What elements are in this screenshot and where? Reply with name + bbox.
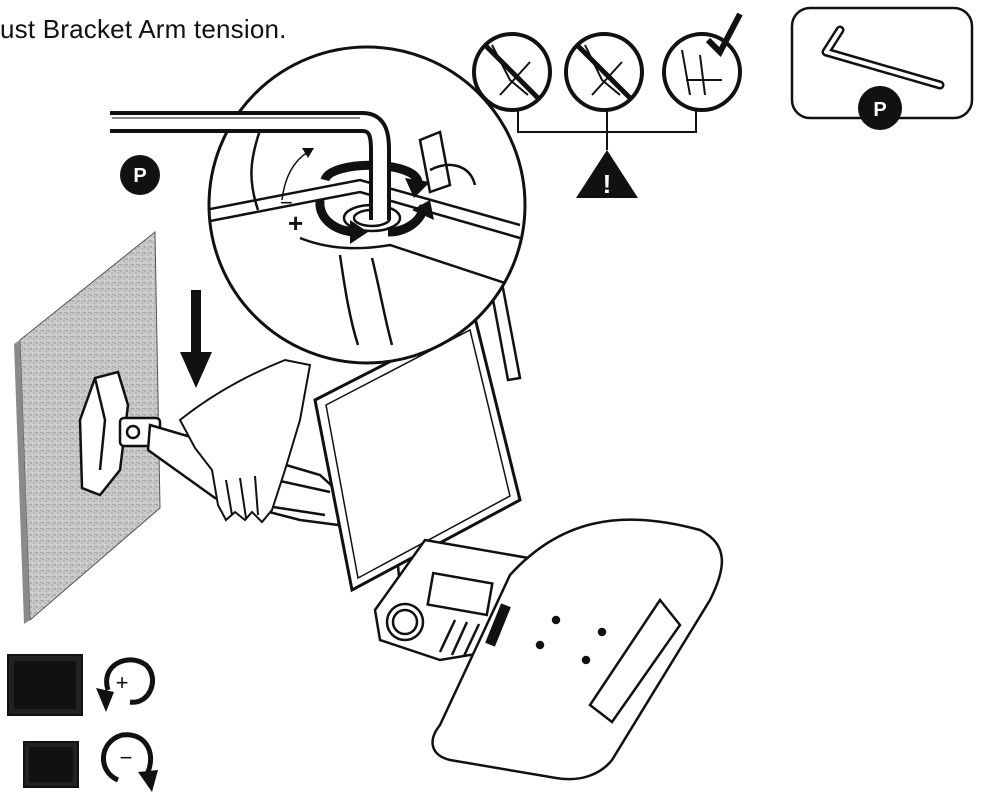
increase-symbol: + xyxy=(116,670,129,695)
check-icon xyxy=(662,12,743,112)
plus-marking: + xyxy=(288,208,303,238)
rotate-increase-icon: + xyxy=(96,657,156,712)
warning-triangle-icon: ! xyxy=(576,150,638,199)
prohibited-icon xyxy=(472,32,552,112)
prohibited-icon xyxy=(564,32,644,112)
hand xyxy=(178,358,312,524)
heavy-monitor-icon xyxy=(7,654,83,716)
tool-label-badge: P xyxy=(120,155,160,195)
tool-label: P xyxy=(133,165,146,187)
callout-magnifier: − + xyxy=(207,45,527,365)
allen-key-icon xyxy=(110,111,391,220)
rotate-decrease-icon: − xyxy=(101,732,158,792)
keyboard-tray xyxy=(431,518,724,781)
instruction-text: ust Bracket Arm tension. xyxy=(0,14,287,44)
warning-glyph: ! xyxy=(603,169,612,199)
tension-legend: + − xyxy=(7,654,158,792)
down-arrow-icon xyxy=(180,290,212,388)
light-monitor-icon xyxy=(23,741,79,788)
decrease-symbol: − xyxy=(120,745,133,770)
warning-group: ! xyxy=(472,12,743,199)
tool-box: P xyxy=(790,6,974,130)
tool-box-label: P xyxy=(873,99,886,121)
